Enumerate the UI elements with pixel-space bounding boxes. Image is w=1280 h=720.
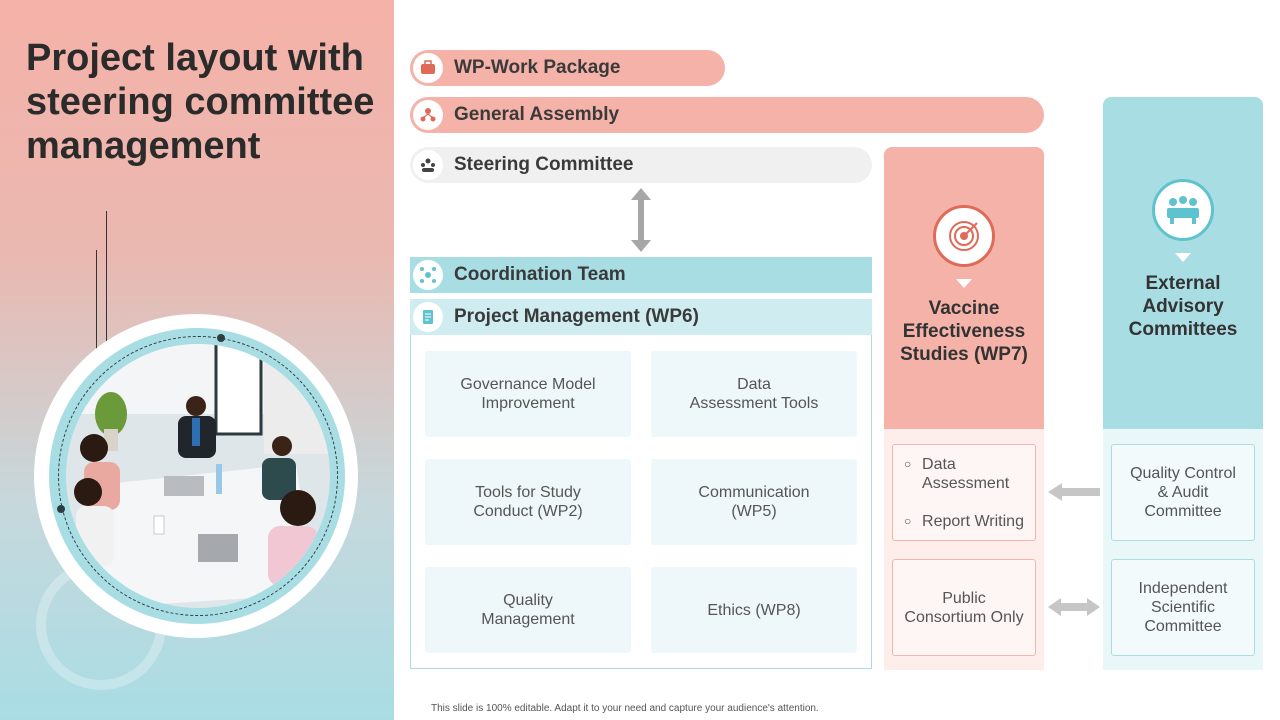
slide-title: Project layout with steering committee m… — [26, 37, 375, 167]
photo-dashed-ring — [58, 336, 338, 616]
public-consortium-box: Public Consortium Only — [892, 559, 1036, 656]
target-icon — [933, 205, 995, 267]
list-item-label: Report Writing — [922, 512, 1024, 530]
group-icon — [413, 150, 443, 180]
advisory-column-title: External Advisory Committees — [1128, 273, 1238, 340]
header-bar-label: General Assembly — [454, 104, 620, 125]
project-management-header: Project Management (WP6) — [410, 299, 872, 335]
wp-work-package-bar: WP-Work Package — [410, 50, 725, 86]
decor-dot — [217, 334, 225, 342]
footer-note: This slide is 100% editable. Adapt it to… — [431, 703, 819, 714]
vaccine-tasks-box: ○ Data Assessment ○ Report Writing — [892, 444, 1036, 541]
pm-cell: Quality Management — [425, 567, 631, 653]
double-arrow-horizontal-icon — [1048, 598, 1100, 616]
list-item-label: Data Assessment — [922, 455, 1010, 492]
pm-cell: Governance Model Improvement — [425, 351, 631, 437]
pm-cell: Data Assessment Tools — [651, 351, 857, 437]
bullet-circle-icon: ○ — [904, 456, 912, 471]
quality-control-box: Quality Control & Audit Committee — [1111, 444, 1255, 541]
document-icon — [413, 302, 443, 332]
arrow-left-icon — [1048, 483, 1100, 501]
coordination-team-bar: Coordination Team — [410, 257, 872, 293]
decor-line — [106, 211, 107, 373]
header-bar-label: Steering Committee — [454, 154, 634, 175]
general-assembly-bar: General Assembly — [410, 97, 1044, 133]
double-arrow-vertical-icon — [631, 188, 651, 252]
list-item: ○ Report Writing — [904, 512, 1024, 531]
people-network-icon — [413, 100, 443, 130]
briefcase-icon — [413, 53, 443, 83]
meeting-table-icon — [1152, 179, 1214, 241]
pm-cell: Tools for Study Conduct (WP2) — [425, 459, 631, 545]
decor-line — [96, 250, 97, 393]
coordination-label: Coordination Team — [454, 264, 626, 285]
pm-cell: Communication (WP5) — [651, 459, 857, 545]
header-bar-label: WP-Work Package — [454, 57, 621, 78]
advisory-column — [1103, 97, 1263, 429]
scientific-committee-box: Independent Scientific Committee — [1111, 559, 1255, 656]
steering-committee-bar: Steering Committee — [410, 147, 872, 183]
vaccine-column — [884, 147, 1044, 429]
network-icon — [413, 260, 443, 290]
vaccine-task-list: ○ Data Assessment ○ Report Writing — [904, 436, 1024, 550]
project-management-label: Project Management (WP6) — [454, 306, 699, 327]
pointer-triangle — [1175, 253, 1191, 262]
decor-dot — [57, 505, 65, 513]
pm-cell: Ethics (WP8) — [651, 567, 857, 653]
vaccine-column-title: Vaccine Effectiveness Studies (WP7) — [900, 298, 1028, 365]
pointer-triangle — [956, 279, 972, 288]
bullet-circle-icon: ○ — [904, 513, 912, 528]
list-item: ○ Data Assessment — [904, 455, 1024, 493]
